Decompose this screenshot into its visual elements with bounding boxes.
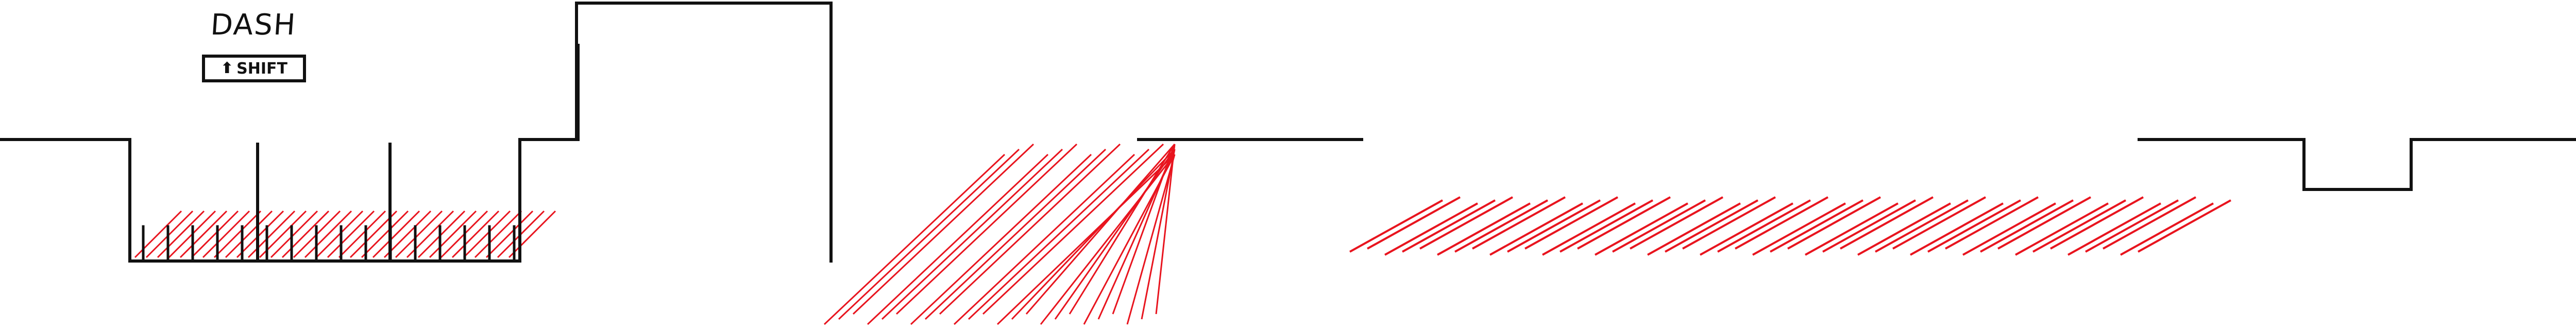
shift-key-icon: ⬆ SHIFT <box>202 55 306 82</box>
spike-pit-hazard <box>134 210 556 258</box>
shift-arrow-icon: ⬆ <box>221 59 234 77</box>
terrain-outline <box>0 2 2576 263</box>
floor-gap-hazard <box>1349 196 2231 256</box>
void-drop-hazard <box>823 143 1176 325</box>
spike-row <box>142 225 516 263</box>
shift-key-label: SHIFT <box>236 59 287 78</box>
